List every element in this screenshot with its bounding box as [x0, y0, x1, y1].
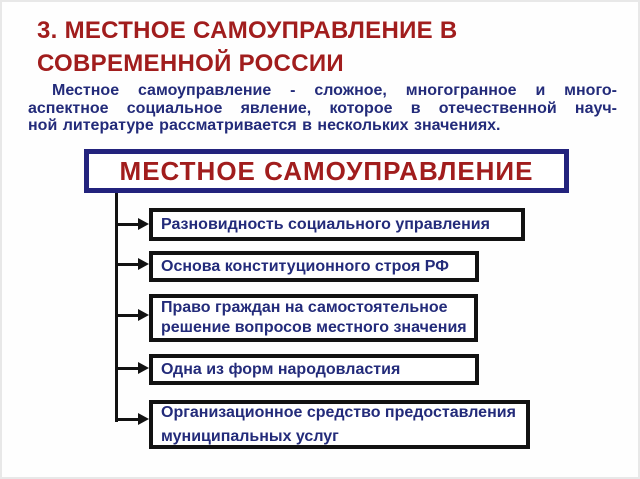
intro-paragraph: Местное самоуправление - сложное, многог… [28, 82, 617, 135]
branch-box-form-of-democracy: Одна из форм народовластия [149, 354, 479, 385]
root-concept-label: МЕСТНОЕ САМОУПРАВЛЕНИЕ [119, 155, 534, 186]
connector-vertical-line [115, 193, 118, 422]
arrow-head-icon [138, 362, 149, 374]
branch-label: Организационное средство предоставления [161, 403, 516, 421]
arrow-stem [115, 314, 141, 317]
arrow-stem [115, 418, 141, 421]
arrow-head-icon [138, 218, 149, 230]
slide-title-line-2: СОВРЕМЕННОЙ РОССИИ [37, 50, 344, 77]
arrow-head-icon [138, 413, 149, 425]
branch-box-citizens-right: Право граждан на самостоятельное решение… [149, 294, 478, 342]
branch-box-social-management: Разновидность социального управления [149, 208, 525, 241]
arrow-stem [115, 367, 141, 370]
branch-label: Право граждан на самостоятельное [161, 299, 448, 316]
slide-title-line-1: 3. МЕСТНОЕ САМОУПРАВЛЕНИЕ В [37, 17, 458, 44]
branch-box-constitutional-basis: Основа конституционного строя РФ [149, 251, 479, 282]
branch-label: Одна из форм народовластия [161, 360, 401, 378]
intro-line-2: аспектное социальное явление, которое в … [28, 99, 617, 117]
branch-label: Основа конституционного строя РФ [161, 257, 449, 275]
arrow-head-icon [138, 258, 149, 270]
root-concept-box: МЕСТНОЕ САМОУПРАВЛЕНИЕ [84, 149, 569, 193]
branch-label: муниципальных услуг [161, 427, 339, 445]
intro-line-3: ной литературе рассматривается в несколь… [28, 117, 501, 134]
arrow-stem [115, 263, 141, 266]
branch-label: Разновидность социального управления [161, 215, 490, 233]
arrow-head-icon [138, 309, 149, 321]
intro-line-1: Местное самоуправление - сложное, многог… [52, 82, 617, 99]
arrow-stem [115, 223, 141, 226]
slide-title: 3. МЕСТНОЕ САМОУПРАВЛЕНИЕ В СОВРЕМЕННОЙ … [37, 14, 617, 80]
branch-box-municipal-services: Организационное средство предоставления … [149, 400, 530, 449]
branch-label: решение вопросов местного значения [161, 319, 467, 336]
